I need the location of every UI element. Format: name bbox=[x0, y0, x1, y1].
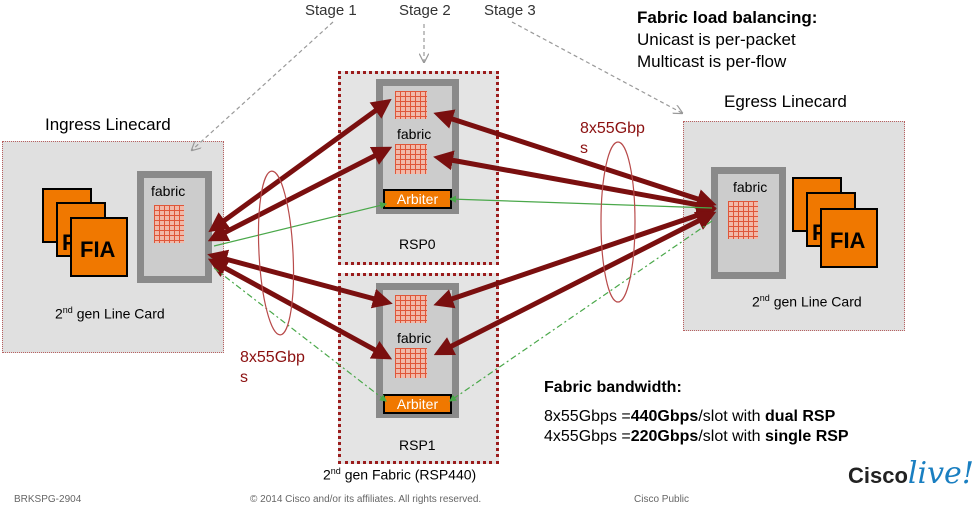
stage-2-label: Stage 2 bbox=[399, 2, 451, 19]
rsp0-label: RSP0 bbox=[399, 236, 436, 252]
footer-copyright: © 2014 Cisco and/or its affiliates. All … bbox=[250, 494, 482, 505]
gen-fabric-label: 2nd gen Fabric (RSP440) bbox=[323, 466, 477, 483]
load-balancing-title: Fabric load balancing: bbox=[637, 8, 818, 27]
ingress-fabric-label: fabric bbox=[151, 183, 186, 199]
rsp0-grid-bottom bbox=[395, 144, 427, 174]
egress-fabric-label: fabric bbox=[733, 179, 768, 195]
green-arb1-in bbox=[213, 267, 387, 402]
egress-fabric: fabric bbox=[711, 167, 786, 279]
egress-card-label: 2nd gen Line Card bbox=[752, 293, 862, 310]
ingress-fia-front: FIA bbox=[70, 217, 128, 277]
green-arb0-eg bbox=[448, 195, 713, 209]
rsp1-fabric-label: fabric bbox=[397, 330, 432, 346]
footer-public: Cisco Public bbox=[634, 494, 690, 505]
load-balancing-unicast: Unicast is per-packet bbox=[637, 30, 796, 49]
egress-fia-front: FIA bbox=[820, 208, 878, 268]
link-eg-rsp1-b bbox=[433, 211, 717, 356]
green-arb0-in bbox=[213, 201, 388, 247]
rsp1-grid-bottom bbox=[395, 348, 427, 378]
rsp0-grid-top bbox=[395, 91, 427, 119]
ingress-fabric: fabric bbox=[137, 171, 212, 283]
green-arb1-eg bbox=[449, 220, 713, 402]
link-eg-rsp0-a bbox=[433, 109, 717, 209]
bandwidth-line-single: 4x55Gbps =220Gbps/slot with single RSP bbox=[544, 428, 849, 445]
link-label-bottom: 8x55Gbp s bbox=[240, 349, 305, 386]
link-in-rsp1-a bbox=[207, 249, 393, 309]
egress-fabric-grid bbox=[728, 201, 758, 239]
link-in-rsp0-b bbox=[207, 146, 393, 242]
load-balancing-note: Fabric load balancing: Unicast is per-pa… bbox=[637, 7, 817, 73]
rsp0-fabric-label: fabric bbox=[397, 126, 432, 142]
ellipse-right bbox=[600, 141, 636, 303]
cisco-live-logo: Ciscolive! bbox=[848, 456, 974, 491]
ingress-card-label: 2nd gen Line Card bbox=[55, 305, 165, 322]
ingress-linecard-title: Ingress Linecard bbox=[45, 115, 171, 134]
stage-1-label: Stage 1 bbox=[305, 2, 357, 19]
link-in-rsp1-b bbox=[207, 258, 393, 360]
egress-fia-label: FIA bbox=[830, 228, 866, 253]
ingress-fabric-grid bbox=[154, 205, 184, 243]
bandwidth-line-dual: 8x55Gbps =440Gbps/slot with dual RSP bbox=[544, 408, 836, 425]
link-label-top: 8x55Gbp s bbox=[580, 120, 645, 157]
bandwidth-title: Fabric bandwidth: bbox=[544, 379, 682, 396]
rsp1-grid-top bbox=[395, 295, 427, 323]
footer-session-code: BRKSPG-2904 bbox=[14, 494, 82, 505]
egress-linecard-title: Egress Linecard bbox=[724, 92, 847, 111]
rsp1-label: RSP1 bbox=[399, 437, 436, 453]
stage-3-label: Stage 3 bbox=[484, 2, 536, 19]
ingress-fia-label: FIA bbox=[80, 237, 116, 262]
stage1-pointer bbox=[192, 21, 334, 150]
fabric-bandwidth: Fabric bandwidth: 8x55Gbps =440Gbps/slot… bbox=[544, 379, 849, 447]
rsp1-arbiter: Arbiter bbox=[383, 394, 452, 414]
ellipse-left bbox=[257, 170, 295, 336]
link-eg-rsp1-a bbox=[433, 205, 717, 309]
link-eg-rsp0-b bbox=[433, 150, 717, 215]
load-balancing-multicast: Multicast is per-flow bbox=[637, 52, 787, 71]
